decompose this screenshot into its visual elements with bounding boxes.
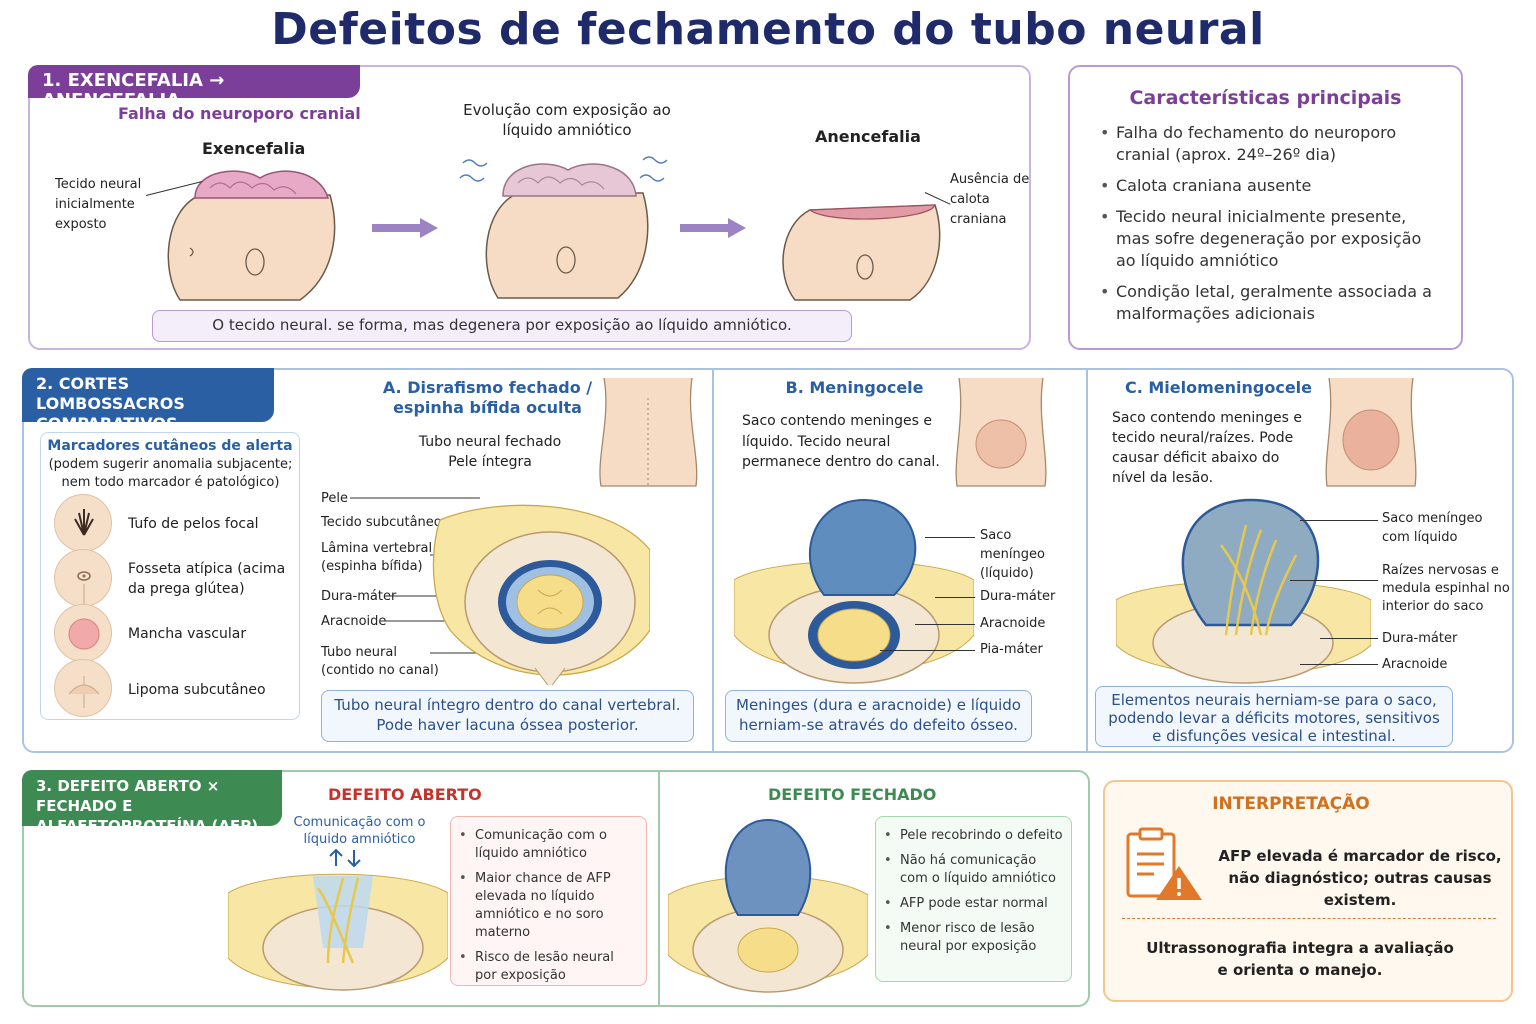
col-a-desc1: Tubo neural fechado <box>418 434 562 450</box>
label-nerve-roots: Raízes nervosas e medula espinhal no int… <box>1382 563 1510 614</box>
interpretation-title: INTERPRETAÇÃO <box>1212 794 1370 814</box>
label-skin: Pele <box>321 491 348 506</box>
markers-title: Marcadores cutâneos de alerta <box>47 438 293 454</box>
markers-note: (podem sugerir anomalia subjacente; nem … <box>48 457 293 490</box>
leader-dura-b <box>935 597 975 598</box>
col-a-title: A. Disrafismo fechado / espinha bífida o… <box>382 378 593 417</box>
leader-arachnoid-c <box>1300 664 1378 665</box>
interpretation-text2: Ultrassonografia integra a avaliação e o… <box>1146 939 1454 979</box>
open-item: Maior chance de AFP elevada no líquido a… <box>459 870 638 942</box>
meningocele-section <box>734 498 974 684</box>
open-defect-title: DEFEITO ABERTO <box>328 785 482 804</box>
open-defect-section <box>228 848 448 991</box>
anencephaly-title: Anencefalia <box>815 127 921 146</box>
section1-tag: 1. EXENCEFALIA → ANENCEFALIA <box>28 65 360 111</box>
label-dura-c: Dura-máter <box>1382 631 1458 646</box>
lipoma-icon <box>54 659 112 717</box>
col-c-caption: Elementos neurais herniam-se para o saco… <box>1095 686 1453 747</box>
arrow-right-icon <box>372 218 438 238</box>
closed-defect-section <box>668 818 868 993</box>
features-item: Tecido neural inicialmente presente, mas… <box>1100 206 1445 272</box>
features-item: Condição letal, geralmente associada a m… <box>1100 281 1445 325</box>
closed-item: Não há comunicação com o líquido amnióti… <box>884 852 1063 888</box>
leader-arachnoid-b <box>915 624 975 625</box>
arrow-right-icon-2 <box>680 218 746 238</box>
closed-defect-list-box: Pele recobrindo o defeito Não há comunic… <box>875 816 1072 982</box>
label-subcutaneous: Tecido subcutâneo <box>321 515 442 530</box>
features-item: Calota craniana ausente <box>1100 175 1445 197</box>
col-b-caption: Meninges (dura e aracnoide) e líquido he… <box>725 690 1032 742</box>
leader-dura-c <box>1320 638 1378 639</box>
features-list: Falha do fechamento do neuroporo cranial… <box>1100 122 1445 334</box>
features-title: Características principais <box>1129 87 1402 109</box>
closed-defect-title: DEFEITO FECHADO <box>768 785 937 804</box>
evolution-head-illustration <box>459 156 668 299</box>
absent-skull-label: Ausência de calota craniana <box>950 172 1030 227</box>
col-a-caption: Tubo neural íntegro dentro do canal vert… <box>321 690 694 742</box>
label-arachnoid-c: Aracnoide <box>1382 657 1448 672</box>
label-dura-a: Dura-máter <box>321 589 397 604</box>
label-lamina: Lâmina vertebral (espinha bífida) <box>321 541 433 574</box>
col-a-desc2: Pele íntegra <box>448 454 532 470</box>
exposed-tissue-label: Tecido neural inicialmente exposto <box>55 177 142 232</box>
section3-tag: 3. DEFEITO ABERTO × FECHADO E ALFAFETOPR… <box>22 770 282 835</box>
marker-vascular: Mancha vascular <box>128 626 247 642</box>
closed-item: Pele recobrindo o defeito <box>884 827 1063 845</box>
interpretation-text1: AFP elevada é marcador de risco, não dia… <box>1218 847 1502 909</box>
marker-hair-tuft: Tufo de pelos focal <box>128 516 259 532</box>
label-neural-tube: Tubo neural (contido no canal) <box>321 645 439 678</box>
col-b-desc: Saco contendo meninges e líquido. Tecido… <box>742 413 940 470</box>
hair-tuft-icon <box>54 494 112 552</box>
col-c-desc: Saco contendo meninges e tecido neural/r… <box>1112 410 1302 486</box>
label-pia-b: Pia-máter <box>980 642 1043 657</box>
open-item: Comunicação com o líquido amniótico <box>459 827 638 863</box>
clipboard-warning-icon <box>1126 827 1202 900</box>
leader-sac-c <box>1300 520 1378 521</box>
closed-dysraphism-section <box>350 497 650 685</box>
open-communication-label: Comunicação com o líquido amniótico <box>293 815 426 847</box>
leader-pia-b <box>880 650 975 651</box>
label-meningeal-sac: Saco meníngeo (líquido) <box>980 528 1045 581</box>
section1-subtitle: Falha do neuroporo cranial <box>118 104 361 123</box>
section2-tag: 2. CORTES LOMBOSSACROS COMPARATIVOS <box>22 368 274 433</box>
open-defect-list-box: Comunicação com o líquido amniótico Maio… <box>450 816 647 986</box>
features-item: Falha do fechamento do neuroporo cranial… <box>1100 122 1445 166</box>
leader-roots-c <box>1290 580 1378 581</box>
section3-divider <box>658 772 660 1005</box>
column-divider-2 <box>1086 370 1088 751</box>
back-intact-illustration <box>599 378 698 487</box>
leader-sac-b <box>925 537 975 538</box>
dimple-icon <box>54 549 112 607</box>
back-sac-illustration <box>955 378 1047 487</box>
evolution-title: Evolução com exposição ao líquido amniót… <box>463 101 671 139</box>
exencephaly-head-illustration <box>167 170 336 301</box>
myelomeningocele-section <box>1116 498 1371 684</box>
closed-item: Menor risco de lesão neural por exposiçã… <box>884 920 1063 956</box>
label-arachnoid-a: Aracnoide <box>321 614 387 629</box>
marker-dimple: Fosseta atípica (acima da prega glútea) <box>128 561 286 597</box>
anencephaly-head-illustration <box>782 204 941 301</box>
vascular-stain-icon <box>54 604 112 662</box>
page-title: Defeitos de fechamento do tubo neural <box>271 4 1265 55</box>
interpretation-divider <box>1122 918 1496 919</box>
marker-lipoma: Lipoma subcutâneo <box>128 682 266 698</box>
column-divider <box>712 370 714 751</box>
label-arachnoid-b: Aracnoide <box>980 616 1046 631</box>
back-large-sac-illustration <box>1325 378 1417 487</box>
col-b-title: B. Meningocele <box>785 378 924 397</box>
closed-item: AFP pode estar normal <box>884 895 1063 913</box>
label-dura-b: Dura-máter <box>980 589 1056 604</box>
open-item: Risco de lesão neural por exposição <box>459 949 638 985</box>
col-c-title: C. Mielomeningocele <box>1124 378 1313 397</box>
label-meningeal-sac-c: Saco meníngeo com líquido <box>1382 511 1483 545</box>
section1-caption: O tecido neural. se forma, mas degenera … <box>152 310 852 342</box>
exencephaly-title: Exencefalia <box>202 139 306 158</box>
